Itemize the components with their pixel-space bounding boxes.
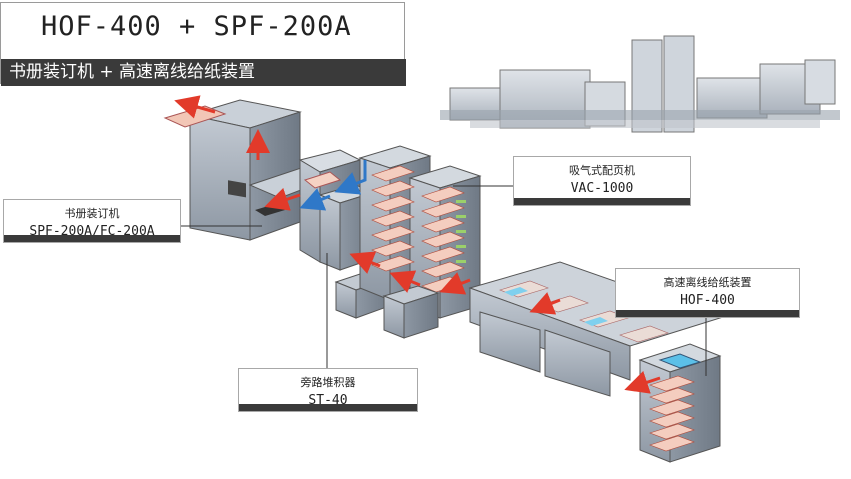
label-bar: [4, 235, 180, 242]
label-bookletmaker: 书册装订机 SPF-200A/FC-200A: [3, 199, 181, 243]
label-collator-model: VAC-1000: [570, 181, 634, 196]
label-bookletmaker-name: 书册装订机: [64, 207, 120, 220]
label-feeder: 高速离线给纸装置 HOF-400: [615, 268, 800, 318]
label-bar: [514, 198, 690, 205]
label-bar: [616, 310, 799, 317]
label-collator: 吸气式配页机 VAC-1000: [513, 156, 691, 206]
paper-flow-arrows: [174, 95, 661, 394]
label-collator-name: 吸气式配页机: [569, 164, 635, 177]
bookletmaker-unit: [163, 99, 362, 263]
product-photo: [440, 35, 840, 133]
collator-unit: [358, 145, 482, 339]
page-title: HOF-400 + SPF-200A: [41, 11, 352, 42]
label-feeder-name: 高速离线给纸装置: [663, 276, 752, 289]
page-subtitle: 书册装订机 + 高速离线给纸装置: [1, 59, 406, 86]
title-block: HOF-400 + SPF-200A 书册装订机 + 高速离线给纸装置: [0, 2, 406, 86]
label-stacker: 旁路堆积器 ST-40: [238, 368, 418, 412]
label-bar: [239, 404, 417, 411]
feeder-unit: [638, 343, 722, 463]
label-stacker-name: 旁路堆积器: [300, 376, 356, 389]
feeder-conveyor: [468, 261, 722, 397]
label-feeder-model: HOF-400: [680, 293, 735, 308]
